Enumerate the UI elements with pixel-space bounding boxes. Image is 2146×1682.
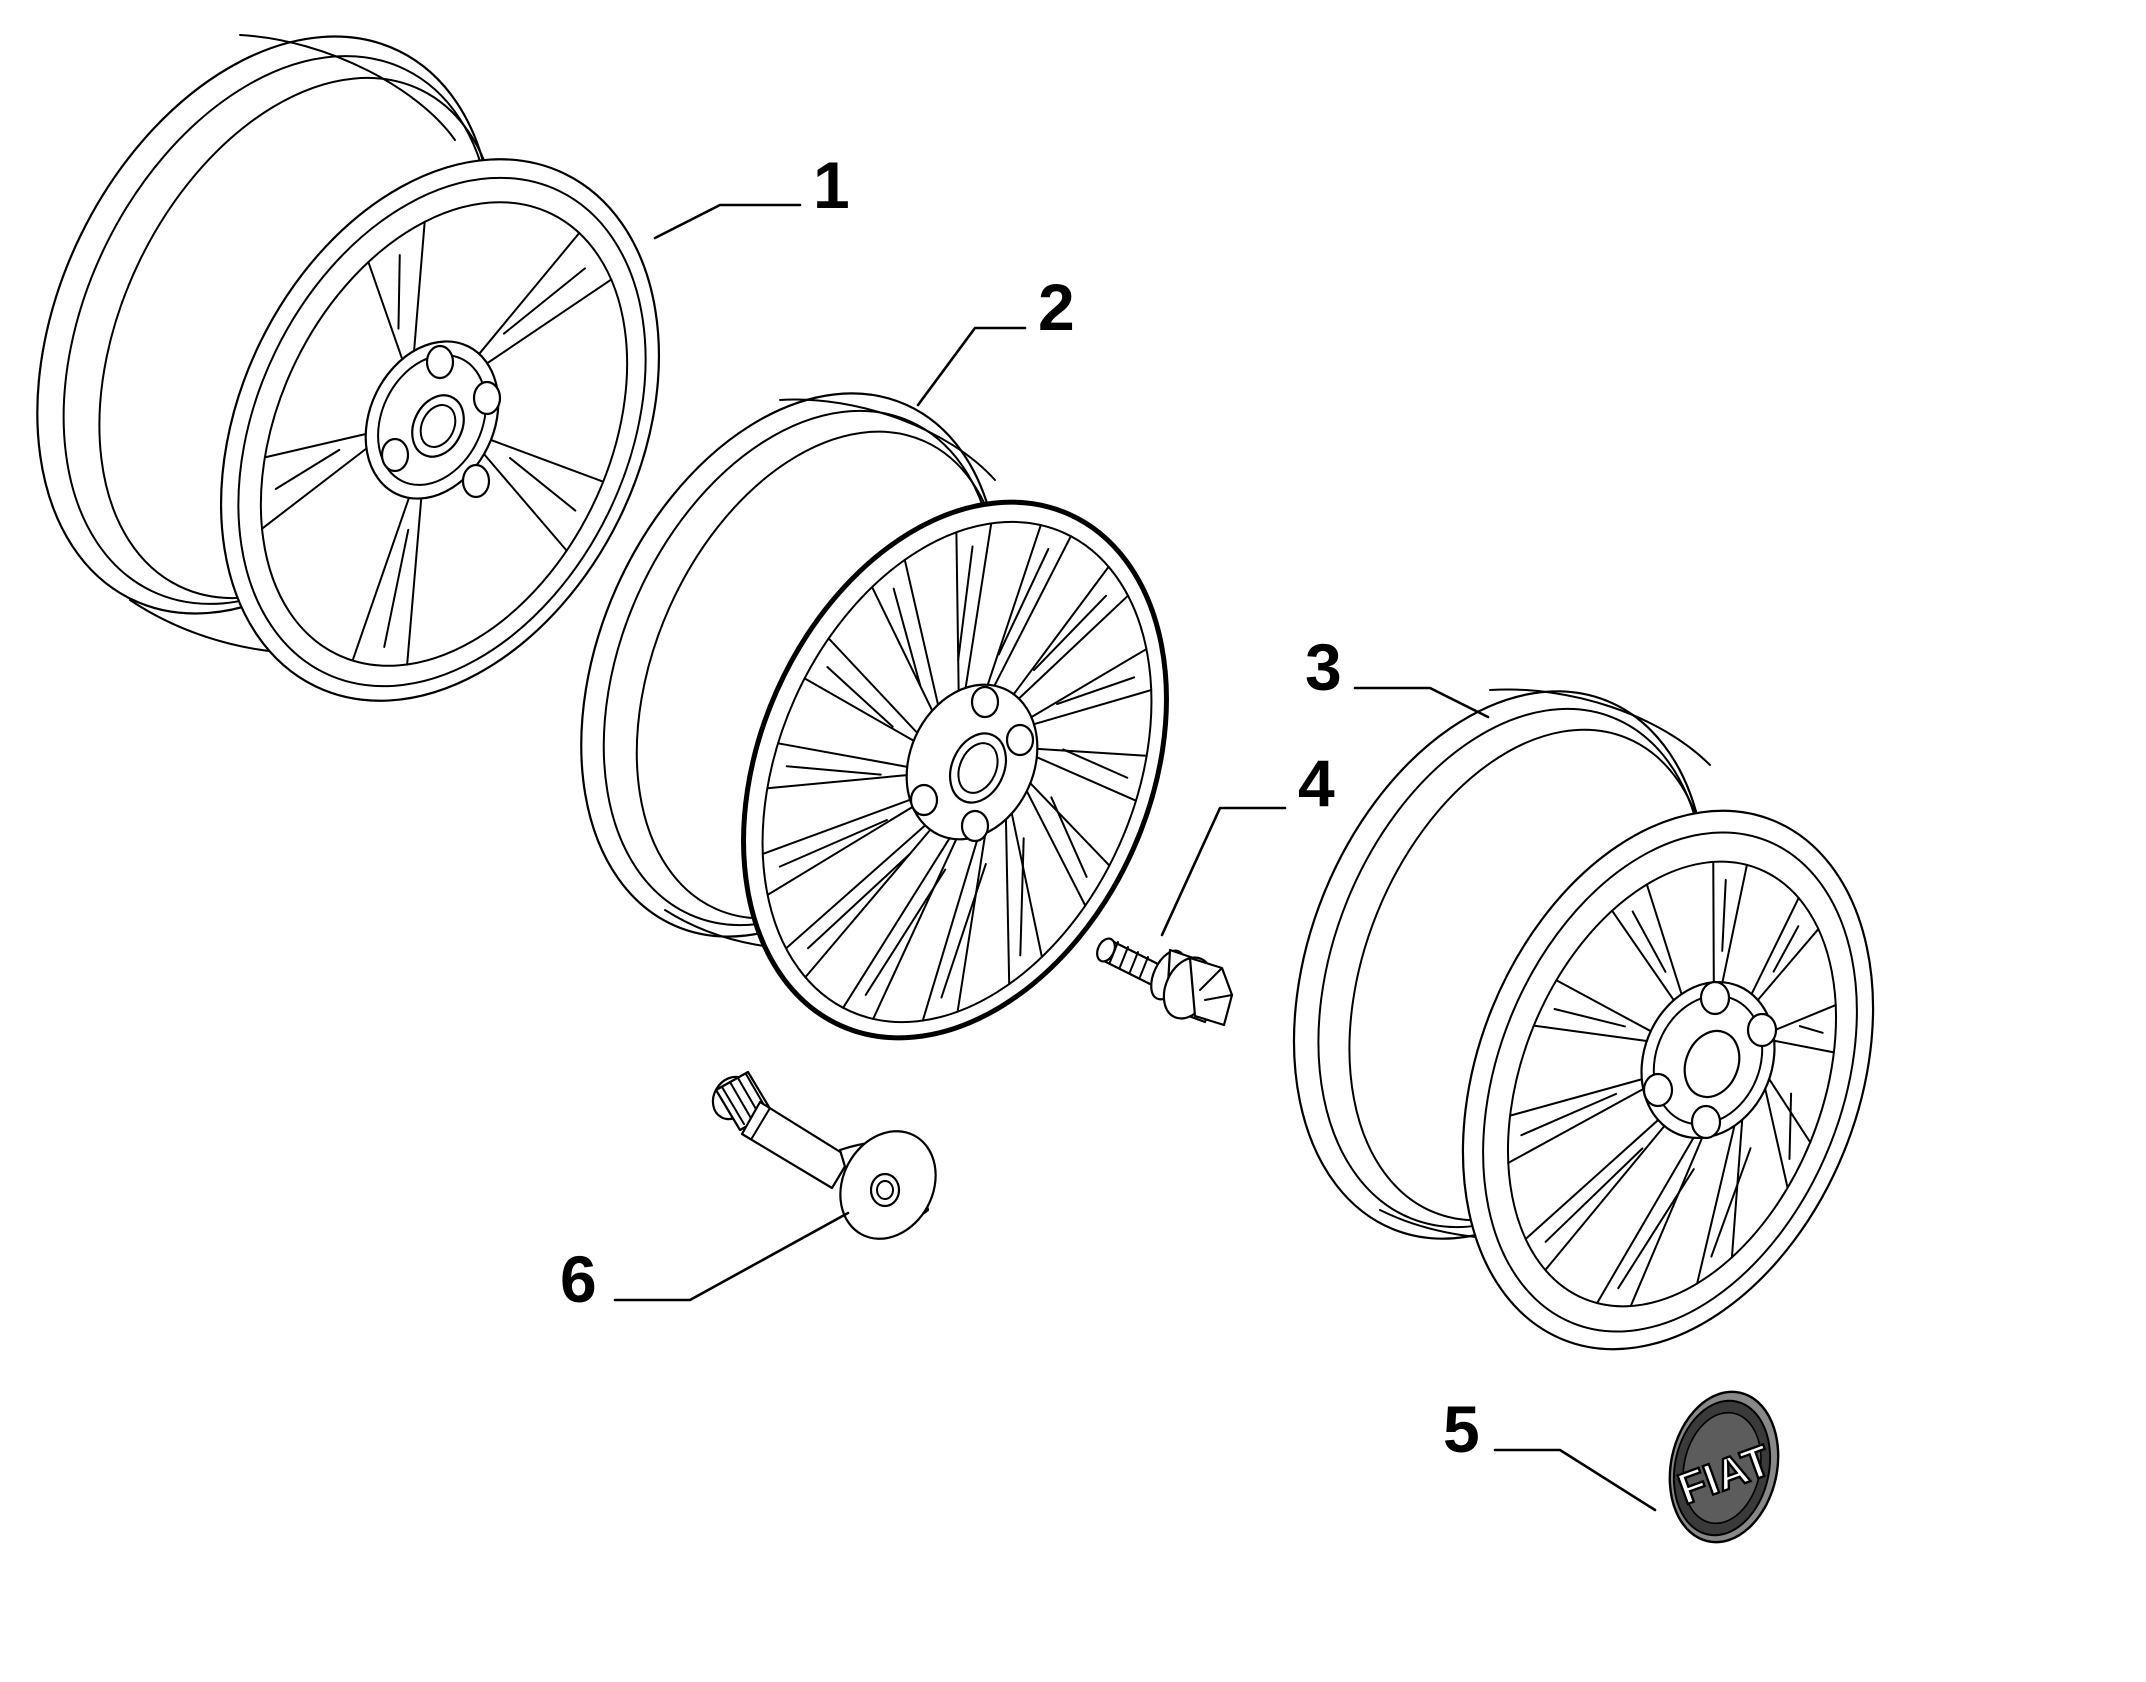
spoke-ridge [785,765,882,776]
spoke-ridge [1056,676,1136,706]
spoke-ridge [1062,748,1129,779]
spoke-edge [367,220,426,361]
spoke-edge [1030,648,1153,726]
spoke-ridge [1631,910,1667,973]
spoke-ridge [1544,1147,1644,1243]
spoke-edge [261,432,368,530]
leader-1 [653,203,802,240]
spoke-ridge [1798,1025,1824,1034]
callout-4: 4 [1298,746,1335,820]
leader-3 [1353,686,1490,719]
spoke-edge [986,524,1072,687]
spoke-ridge [397,254,401,330]
spoke-edge [921,832,987,1022]
callout-3: 3 [1305,630,1342,704]
spoke-ridge [940,863,987,999]
callout-5: 5 [1443,1392,1480,1466]
spoke-edge [766,742,909,790]
spoke-ridge [502,267,586,335]
spoke-edge [1507,1078,1645,1164]
spoke-edge [1611,883,1683,1002]
spoke-ridge [1788,1092,1793,1161]
spoke-edge [483,438,605,552]
spoke-ridge [1617,1168,1695,1290]
leader-6 [613,1211,850,1302]
wheel-bolt [1096,937,1234,1027]
wheel-2 [580,392,1169,1041]
spoke-edge [1025,782,1111,907]
leader-2 [916,326,1027,407]
wheel-1 [36,34,661,702]
wheel-3 [1292,688,1875,1351]
spoke-ridge [1553,1007,1626,1028]
spoke-ridge [509,457,577,512]
spoke-ridge [1050,796,1088,878]
spoke-edge [478,232,613,365]
spoke-ridge [1710,1147,1752,1258]
spoke-ridge [383,528,410,648]
spoke-ridge [1033,594,1107,672]
spoke-edge [955,522,993,692]
spoke-edge [1596,1136,1704,1308]
spoke-ridge [1520,1092,1618,1137]
callout-2: 2 [1038,270,1075,344]
spoke-edge [761,798,914,896]
spoke-ridge [1721,878,1727,952]
spoke-edge [1004,812,1043,986]
spoke-edge [1750,896,1820,1002]
spoke-edge [1771,1004,1837,1054]
spoke-edge [803,637,919,742]
spoke-ridge [778,818,888,868]
spoke-ridge [864,868,947,996]
spoke-edge [1712,860,1748,984]
spoke-ridge [1019,837,1025,957]
spoke-ridge [1772,925,1800,973]
spoke-ridge [274,448,341,491]
spoke-edge [351,496,423,666]
spoke-ridge [997,548,1050,656]
hub-cap-emblem: FIAT [1668,1390,1780,1544]
spoke-edge [871,558,940,712]
spoke-edge [1012,565,1129,700]
spoke-ridge [826,666,894,728]
spoke-edge [1696,1118,1744,1285]
spoke-ridge [892,587,922,687]
spoke-edge [1524,1118,1666,1272]
spoke-ridge [807,852,911,950]
spoke-ridge [957,545,974,661]
spoke-edge [1035,747,1148,802]
callout-6: 6 [560,1242,597,1316]
leader-5 [1493,1448,1657,1512]
spoke-edge [842,837,958,1020]
callout-1: 1 [813,148,850,222]
tire-valve [711,1070,937,1240]
spoke-edge [1532,979,1652,1042]
leader-4 [1160,806,1287,937]
